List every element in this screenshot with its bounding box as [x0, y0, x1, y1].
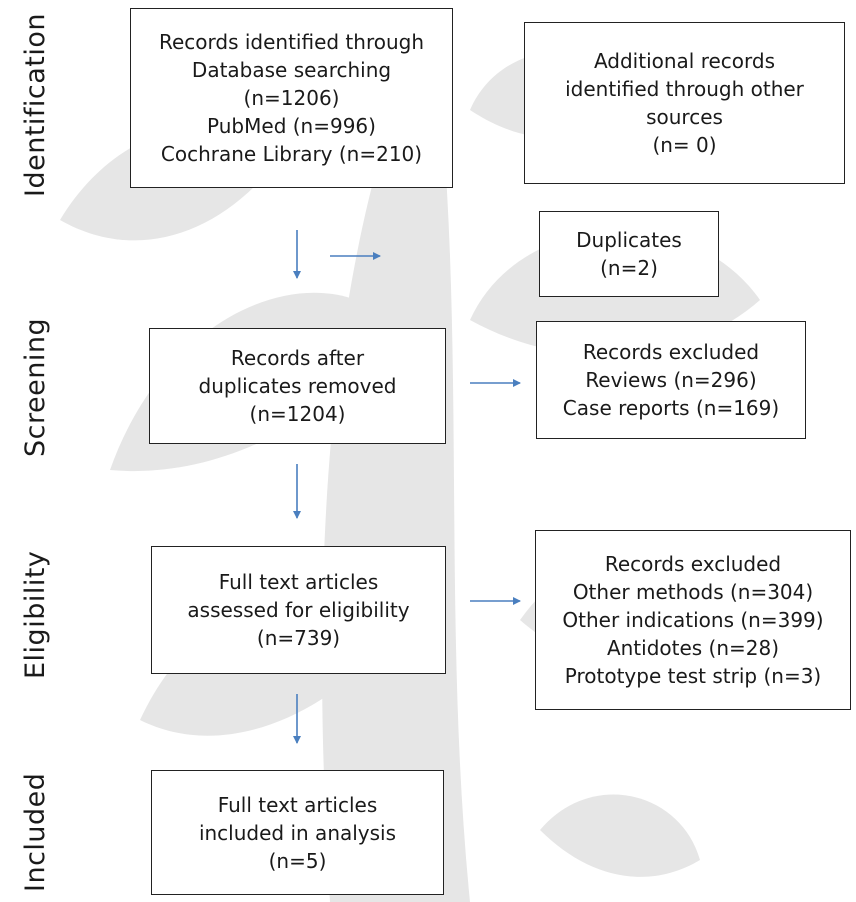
box-line: Other indications (n=399) [562, 608, 824, 632]
box-line: Records excluded [604, 552, 782, 576]
box-line: identified through other [565, 77, 804, 101]
box-line: Case reports (n=169) [562, 396, 780, 420]
box-line: Records identified through [158, 30, 425, 54]
records-after-duplicates-box: Records after duplicates removed (n=1204… [149, 328, 446, 444]
full-text-assessed-box: Full text articles assessed for eligibil… [151, 546, 446, 674]
box-line: (n=739) [256, 626, 341, 650]
box-line: Cochrane Library (n=210) [160, 142, 423, 166]
records-excluded-eligibility-box: Records excluded Other methods (n=304) O… [535, 530, 851, 710]
box-line: sources [646, 105, 723, 129]
box-line: Prototype test strip (n=3) [564, 664, 822, 688]
box-line: (n=5) [268, 848, 327, 873]
box-line: included in analysis [198, 820, 397, 845]
box-line: Reviews (n=296) [585, 368, 757, 392]
box-line: Other methods (n=304) [572, 580, 814, 604]
box-line: (n= 0) [652, 133, 717, 157]
box-line: Full text articles [217, 792, 378, 817]
box-line: Additional records [593, 49, 776, 73]
box-line: (n=1206) [243, 86, 340, 110]
records-identified-box: Records identified through Database sear… [130, 8, 453, 188]
box-line: assessed for eligibility [187, 598, 410, 622]
additional-records-box: Additional records identified through ot… [524, 22, 845, 184]
box-line: duplicates removed [198, 374, 397, 398]
box-line: Full text articles [218, 570, 379, 594]
box-line: (n=1204) [249, 402, 346, 426]
records-excluded-screening-box: Records excluded Reviews (n=296) Case re… [536, 321, 806, 439]
duplicates-box: Duplicates (n=2) [539, 211, 719, 297]
box-line: Records excluded [582, 340, 760, 364]
box-line: (n=2) [600, 256, 658, 280]
box-line: Records after [230, 346, 365, 370]
box-line: PubMed (n=996) [207, 114, 376, 138]
box-line: Antidotes (n=28) [606, 636, 780, 660]
box-line: Duplicates [576, 228, 682, 252]
box-line: Database searching [191, 58, 392, 82]
included-analysis-box: Full text articles included in analysis … [151, 770, 444, 895]
